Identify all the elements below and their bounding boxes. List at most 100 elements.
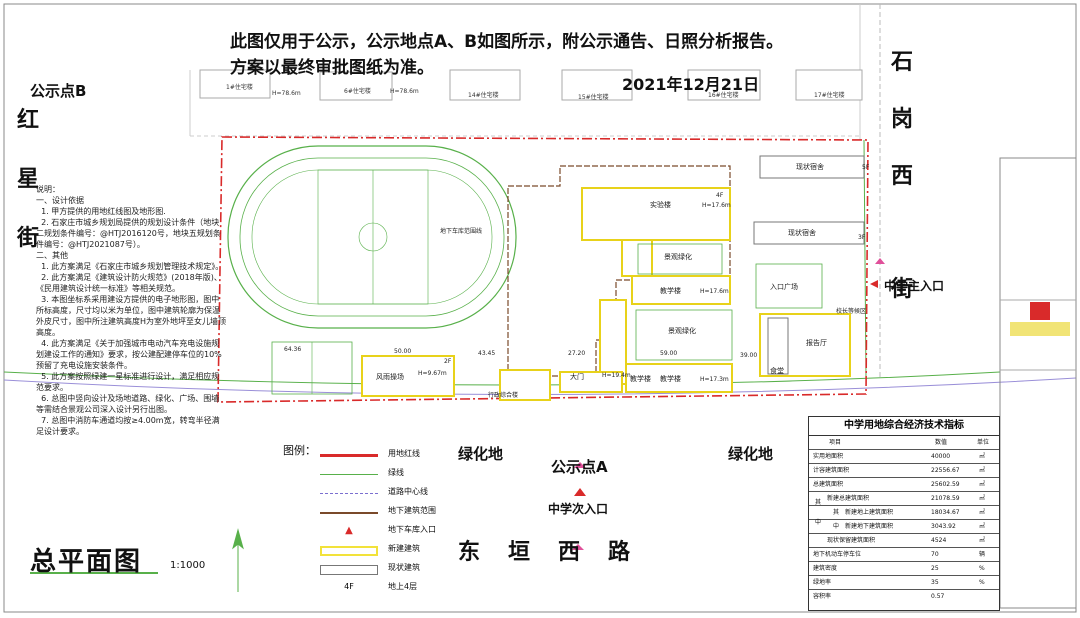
admin-office: 行政综合楼	[488, 392, 519, 399]
table-cell-unit: ㎡	[979, 523, 986, 530]
landscape-2: 景观绿化	[668, 327, 696, 335]
notes-heading: 说明：	[36, 185, 60, 194]
dimension: 64.36	[284, 346, 302, 353]
floors-tag: 2F	[444, 358, 452, 365]
lecture-hall: 报告厅	[806, 339, 827, 347]
notes-line: 2. 此方案满足《建筑设计防火规范》(2018年版)、《民用建筑设计统一标准》等…	[36, 273, 222, 293]
floors-symbol: 4F	[344, 582, 354, 591]
green-area-right: 绿化地	[728, 445, 774, 463]
table-row: 现状保留建筑面积 4524 ㎡	[809, 534, 999, 548]
principal-area: 校长等候区	[836, 308, 867, 315]
gym-building: 风雨操场	[376, 373, 404, 381]
residential-label: 1#住宅楼	[226, 84, 253, 91]
entrance-plaza: 入口广场	[770, 283, 798, 291]
teaching-height-3: H=19.4m	[602, 372, 631, 379]
table-row: 实用地面积 40000 ㎡	[809, 450, 999, 464]
publicity-point-a: 公示点A	[551, 458, 608, 476]
legend-item-garage-entrance: ▲ 地下车库入口	[320, 523, 460, 541]
table-cell-value: 70	[931, 551, 939, 558]
notes-line: 7. 总图中消防车通道均按≥4.00m宽，转弯半径满足设计要求。	[36, 416, 220, 436]
main-entrance-arrow	[870, 280, 878, 288]
table-header: 项目	[829, 439, 842, 446]
floors-tag: 3F	[858, 234, 866, 241]
legend-item-existing-building: 现状建筑	[320, 561, 460, 579]
table-header: 数值	[935, 439, 948, 446]
road-dongyuanxi: 东垣西路	[458, 540, 659, 565]
floors-tag: 5F	[862, 164, 870, 171]
secondary-entrance-arrow	[574, 488, 586, 496]
teaching-building-1: 教学楼	[660, 287, 681, 295]
street-hongxing: 红 星 街	[14, 100, 42, 259]
dimension: 59.00	[660, 350, 678, 357]
street-char: 石	[890, 50, 913, 75]
dimension: 50.00	[394, 348, 412, 355]
legend-item-green-line: 绿线	[320, 466, 460, 484]
table-row: 新建地上建筑面积 18034.67 ㎡	[809, 506, 999, 520]
road-centerline-symbol	[320, 493, 378, 494]
table-header-row: 项目 数值 单位	[809, 436, 999, 450]
table-row: 总建筑面积 25602.59 ㎡	[809, 478, 999, 492]
table-sub-label: 中	[815, 519, 822, 526]
table-title: 中学用地综合经济技术指标	[809, 417, 999, 436]
notes-line: 2. 石家庄市城乡规划局提供的规划设计条件（地块二规划条件编号：@HTJ2016…	[36, 218, 221, 249]
table-row: 新建总建筑面积 21078.59 ㎡	[809, 492, 999, 506]
canteen: 食堂	[770, 367, 784, 375]
street-char: 星	[16, 167, 39, 192]
table-cell-unit: %	[979, 565, 985, 572]
date-label: 2021年12月21日	[622, 75, 760, 94]
residential-height: H=78.6m	[272, 90, 301, 97]
dimension: 43.45	[478, 350, 496, 357]
green-area-left: 绿化地	[458, 445, 504, 463]
legend-item-road-centerline: 道路中心线	[320, 485, 460, 503]
legend-label: 新建建筑	[388, 544, 420, 553]
indicator-table: 中学用地综合经济技术指标 项目 数值 单位 实用地面积 40000 ㎡ 计容建筑…	[808, 416, 1000, 611]
notes-line: 5. 此方案按照绿建一星标准进行设计，满足相应规范要求。	[36, 372, 220, 392]
gym-height: H=9.67m	[418, 370, 447, 377]
table-cell-label: 计容建筑面积	[813, 467, 850, 474]
drawing-title: 总平面图	[30, 547, 143, 577]
legend-label: 地下建筑范围	[388, 506, 436, 515]
table-cell-value: 35	[931, 579, 939, 586]
table-row: 计容建筑面积 22556.67 ㎡	[809, 464, 999, 478]
table-cell-label: 新建地下建筑面积	[845, 523, 894, 530]
table-row: 容积率 0.57	[809, 590, 999, 603]
table-cell-unit: ㎡	[979, 467, 986, 474]
table-cell-value: 22556.67	[931, 467, 960, 474]
dimension: 27.20	[568, 350, 586, 357]
garage-entrance-icon: ▲	[345, 525, 353, 536]
legend-item-new-building: 新建建筑	[320, 542, 460, 560]
sports-field-outer	[227, 145, 517, 329]
legend-item-red-line: 用地红线	[320, 447, 460, 465]
underground-symbol	[320, 512, 378, 514]
table-sub-label: 其	[833, 509, 840, 516]
residential-label: 16#住宅楼	[708, 92, 739, 99]
legend-item-underground: 地下建筑范围	[320, 504, 460, 522]
lab-building: 实验楼	[650, 201, 671, 209]
table-cell-value: 21078.59	[931, 495, 960, 502]
table-cell-label: 建筑密度	[813, 565, 838, 572]
table-cell-value: 25	[931, 565, 939, 572]
table-row: 绿地率 35 %	[809, 576, 999, 590]
table-cell-unit: ㎡	[979, 509, 986, 516]
notes-line: 3. 本图坐标系采用建设方提供的电子地形图，图中所标高度，尺寸均以米为单位，图中…	[36, 295, 227, 337]
notes-line: 4. 此方案满足《关于加强城市电动汽车充电设施规划建设工作的通知》要求，按公建配…	[36, 339, 222, 370]
table-sub-label: 其	[815, 499, 822, 506]
notes-line: 一、设计依据	[36, 196, 84, 205]
teaching-height-2: H=17.3m	[700, 376, 729, 383]
legend-label: 绿线	[388, 468, 404, 477]
new-buildings	[361, 187, 851, 401]
drawing-scale: 1:1000	[170, 560, 206, 571]
table-cell-label: 新建总建筑面积	[827, 495, 870, 502]
site-red-boundary	[217, 136, 869, 403]
table-cell-value: 40000	[931, 453, 951, 460]
table-cell-value: 25602.59	[931, 481, 960, 488]
table-cell-value: 4524	[931, 537, 947, 544]
residential-label: 17#住宅楼	[814, 92, 845, 99]
street-shigangxi: 石 岗 西 街	[888, 42, 916, 310]
existing-buildings	[753, 155, 865, 375]
table-row: 建筑密度 25 %	[809, 562, 999, 576]
lab-height: H=17.6m	[702, 202, 731, 209]
residential-label: 14#住宅楼	[468, 92, 499, 99]
underground-boundary	[507, 165, 731, 377]
